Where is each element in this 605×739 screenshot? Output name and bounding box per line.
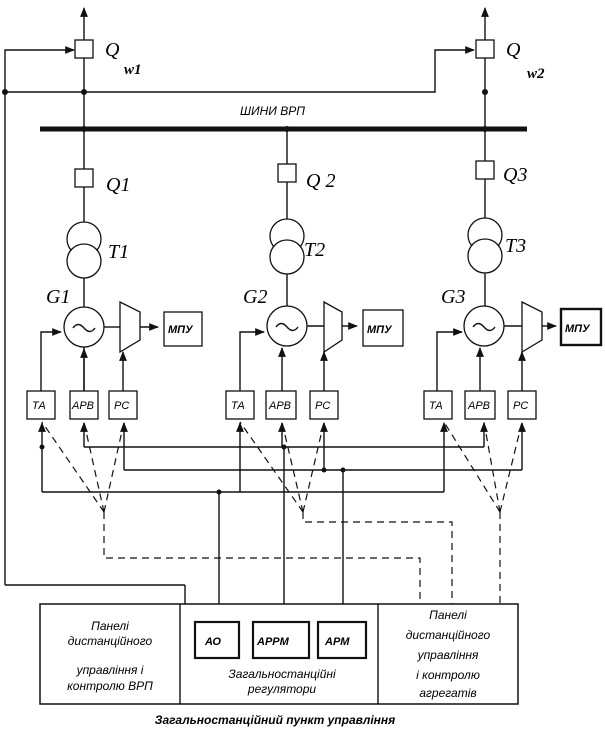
regulator-arm-label: АРМ <box>324 636 350 648</box>
generator-unit-1 <box>26 129 203 420</box>
ta-label-1: ТА <box>32 400 46 412</box>
breaker-q2 <box>277 163 297 183</box>
generator-unit-3 <box>423 129 603 420</box>
ta-label-2: ТА <box>231 400 245 412</box>
box-rs-2 <box>309 390 339 420</box>
arv-label-1: АРВ <box>71 400 94 412</box>
line-control-qw2 <box>5 46 475 93</box>
regulator-ao-label: АО <box>204 636 221 648</box>
label-g1: G1 <box>46 286 70 308</box>
mpu-label-3: МПУ <box>565 323 591 335</box>
box-rs-1 <box>108 390 138 420</box>
box-arv-3 <box>464 390 496 420</box>
regulator-arrm <box>251 620 311 660</box>
box-ta-1 <box>26 390 56 420</box>
label-q2: Q 2 <box>306 170 335 192</box>
panel-right-text: Панелі дистанційного управління і контро… <box>406 608 491 700</box>
regulator-ao <box>193 620 241 660</box>
bus-label: ШИНИ ВРП <box>240 104 305 118</box>
ta-control-lines <box>38 422 448 618</box>
mpu-box-1 <box>163 311 203 347</box>
svg-text:Панелі: Панелі <box>429 608 467 622</box>
label-q3: Q3 <box>503 164 527 186</box>
svg-text:управління: управління <box>417 648 479 662</box>
turbine-3 <box>521 300 543 354</box>
label-t3: T3 <box>505 235 526 257</box>
breaker-qw2 <box>475 39 495 59</box>
svg-text:Загальностанційні: Загальностанційні <box>228 667 336 681</box>
diagram-caption: Загальностанційний пункт управління <box>155 713 396 727</box>
generator-symbol <box>275 322 299 332</box>
box-arv-2 <box>265 390 297 420</box>
mpu-label-2: МПУ <box>367 324 393 336</box>
generator-symbol <box>72 323 96 333</box>
rs-label-3: РС <box>513 400 528 412</box>
mpu-box-2 <box>362 309 404 347</box>
svg-text:дистанційного: дистанційного <box>406 628 491 642</box>
mpu-box-3 <box>559 307 603 347</box>
arv-label-2: АРВ <box>268 400 291 412</box>
node-dot <box>482 89 488 95</box>
arv-label-3: АРВ <box>467 400 490 412</box>
breaker-q3 <box>475 160 495 180</box>
label-g2: G2 <box>243 286 267 308</box>
arv-control-lines <box>80 422 488 618</box>
regulator-arrm-label: АРРМ <box>256 636 290 648</box>
label-qw1-main: Q <box>105 39 120 61</box>
svg-text:контролю ВРП: контролю ВРП <box>67 679 153 693</box>
transformer-t1-lower <box>66 243 102 279</box>
panel-left-text: Панелі дистанційного управління і контро… <box>67 619 153 693</box>
generator-unit-2 <box>225 129 404 420</box>
box-ta-3 <box>423 390 453 420</box>
label-qw2-main: Q <box>506 39 521 61</box>
label-q1: Q1 <box>106 174 130 196</box>
node-dot <box>2 89 8 95</box>
rs-label-1: РС <box>114 400 129 412</box>
box-rs-3 <box>507 390 537 420</box>
mpu-label-1: МПУ <box>168 324 194 336</box>
turbine-2 <box>323 300 343 354</box>
label-t2: T2 <box>304 239 325 261</box>
node-dot <box>81 89 87 95</box>
rs-control-lines <box>120 422 526 618</box>
svg-text:регулятори: регулятори <box>247 682 317 696</box>
label-g3: G3 <box>441 286 465 308</box>
label-t1: T1 <box>108 241 129 263</box>
dashed-feedback-lines <box>41 421 523 604</box>
svg-text:дистанційного: дистанційного <box>68 634 153 648</box>
svg-text:і контролю: і контролю <box>416 668 480 682</box>
svg-text:управління і: управління і <box>76 663 144 677</box>
breaker-q1 <box>74 168 94 188</box>
label-qw1-sub: w1 <box>124 62 142 78</box>
svg-text:Панелі: Панелі <box>91 619 129 633</box>
rs-label-2: РС <box>315 400 330 412</box>
line-control-qw1 <box>4 46 75 585</box>
svg-text:агрегатів: агрегатів <box>419 686 476 700</box>
box-arv-1 <box>69 390 99 420</box>
label-qw2-sub: w2 <box>527 66 545 82</box>
turbine-1 <box>119 300 141 354</box>
breaker-qw1 <box>74 39 94 59</box>
regulator-arm <box>316 620 368 660</box>
ta-label-3: ТА <box>429 400 443 412</box>
box-ta-2 <box>225 390 255 420</box>
transformer-t3-lower <box>467 238 503 274</box>
transformer-t2-lower <box>269 239 305 275</box>
panel-middle-text: Загальностанційні регулятори <box>228 667 336 696</box>
generator-symbol <box>472 322 496 332</box>
